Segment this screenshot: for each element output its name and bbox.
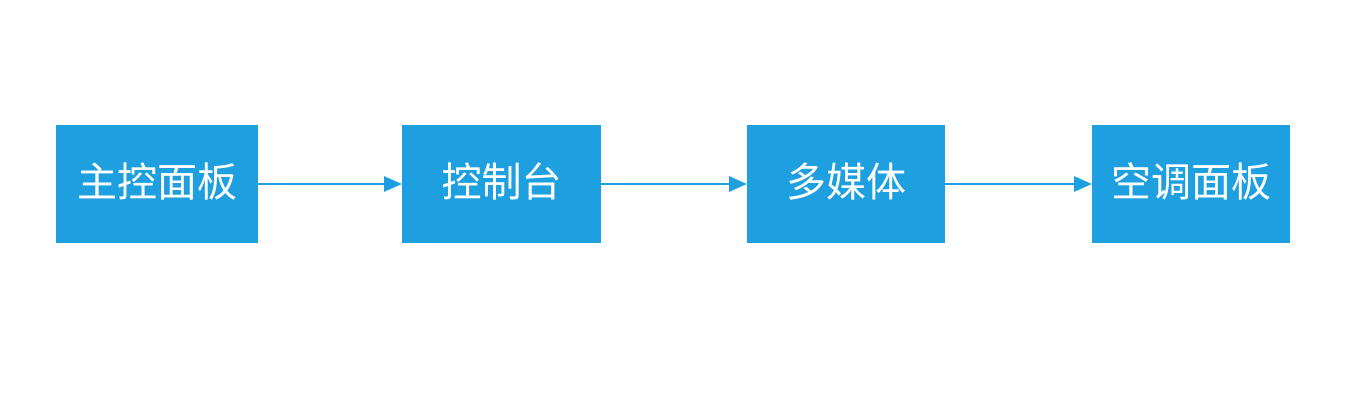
flow-node-label: 主控面板 (77, 161, 237, 205)
flow-node-label: 控制台 (441, 161, 562, 205)
arrow-right-icon (601, 176, 747, 192)
flow-node-label: 空调面板 (1111, 161, 1271, 205)
arrow-right-icon (258, 176, 402, 192)
flow-connector-arrow-2 (601, 175, 747, 193)
flow-node-main-control-panel[interactable]: 主控面板 (56, 125, 258, 243)
flow-node-multimedia[interactable]: 多媒体 (747, 125, 945, 243)
flow-node-air-conditioner-panel[interactable]: 空调面板 (1092, 125, 1290, 243)
flow-node-console[interactable]: 控制台 (402, 125, 601, 243)
flow-connector-arrow-3 (945, 175, 1092, 193)
arrow-right-icon (945, 176, 1092, 192)
flow-connector-arrow-1 (258, 175, 402, 193)
flow-node-label: 多媒体 (786, 161, 906, 205)
